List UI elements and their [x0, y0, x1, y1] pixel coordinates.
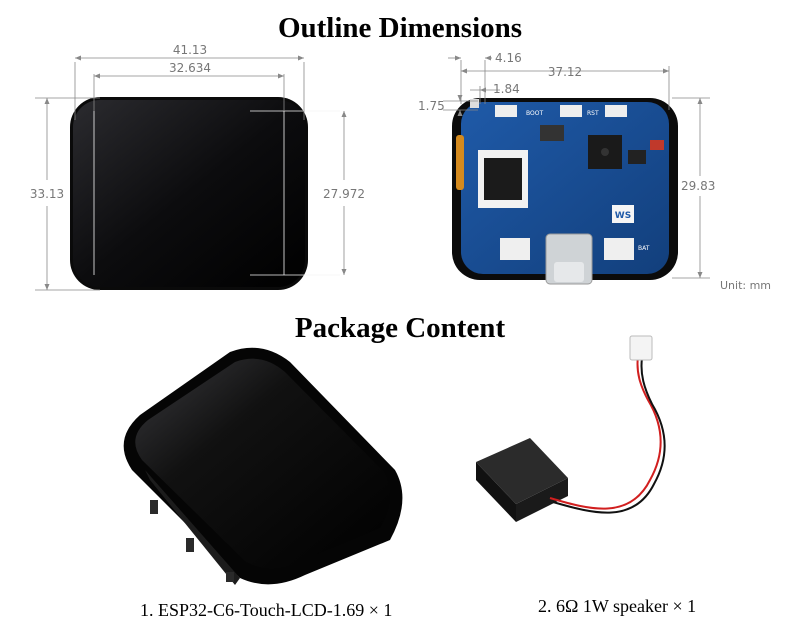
unit-label: Unit: mm	[720, 279, 772, 292]
connector-speaker	[500, 238, 530, 260]
top-connector-mid	[560, 105, 582, 117]
back-height-label: 29.83	[681, 179, 715, 193]
logo-text: WS	[615, 211, 631, 221]
speaker-connector	[629, 335, 653, 361]
front-width-inner-label: 32.634	[169, 61, 211, 75]
side-button-1	[150, 500, 158, 514]
back-offset-v-label: 1.75	[418, 99, 445, 113]
flex-cable	[456, 135, 464, 190]
front-dimension-lines	[35, 57, 345, 291]
back-offset-b-label: 1.84	[493, 82, 520, 96]
back-width-label: 37.12	[548, 65, 582, 79]
lcd-device-side	[145, 470, 240, 585]
outline-dimensions-heading: Outline Dimensions	[277, 12, 523, 44]
small-chip	[628, 150, 646, 164]
back-dimension-arrows	[455, 55, 703, 278]
package-content-heading: Package Content	[294, 312, 506, 344]
ic-chip	[540, 125, 564, 141]
front-height-outer-label: 33.13	[30, 187, 64, 201]
speaker-wire-black	[552, 357, 666, 514]
lcd-device-glass	[135, 358, 391, 569]
front-width-outer-label: 41.13	[173, 43, 207, 57]
rst-label: RST	[587, 110, 599, 117]
logo-mark	[612, 205, 634, 223]
side-button-2	[186, 538, 194, 552]
back-offset-a-label: 4.16	[495, 51, 522, 65]
package-item-1-caption: 1. ESP32-C6-Touch-LCD-1.69 × 1	[140, 600, 393, 620]
package-lcd-device	[123, 347, 403, 585]
front-dimension-arrows	[44, 55, 347, 290]
speaker-top	[476, 438, 568, 504]
red-component	[650, 140, 664, 150]
connector-battery	[604, 238, 634, 260]
top-connector-left	[495, 105, 517, 117]
bat-label: BAT	[638, 245, 650, 252]
package-item-2-caption: 2. 6Ω 1W speaker × 1	[538, 596, 697, 616]
front-device-screen	[73, 100, 305, 287]
back-view: WS BOOT RST BAT	[452, 98, 678, 285]
corner-marker	[470, 99, 479, 108]
top-connector-right	[605, 105, 627, 117]
back-dimension-lines	[443, 57, 710, 279]
boot-label: BOOT	[526, 110, 543, 117]
speaker-right-side	[516, 478, 568, 522]
package-speaker	[476, 335, 666, 522]
speaker-left-side	[476, 462, 516, 522]
front-view	[70, 97, 340, 290]
front-height-inner-label: 27.972	[323, 187, 365, 201]
speaker-wire-red	[549, 355, 662, 510]
side-button-3	[226, 572, 234, 582]
